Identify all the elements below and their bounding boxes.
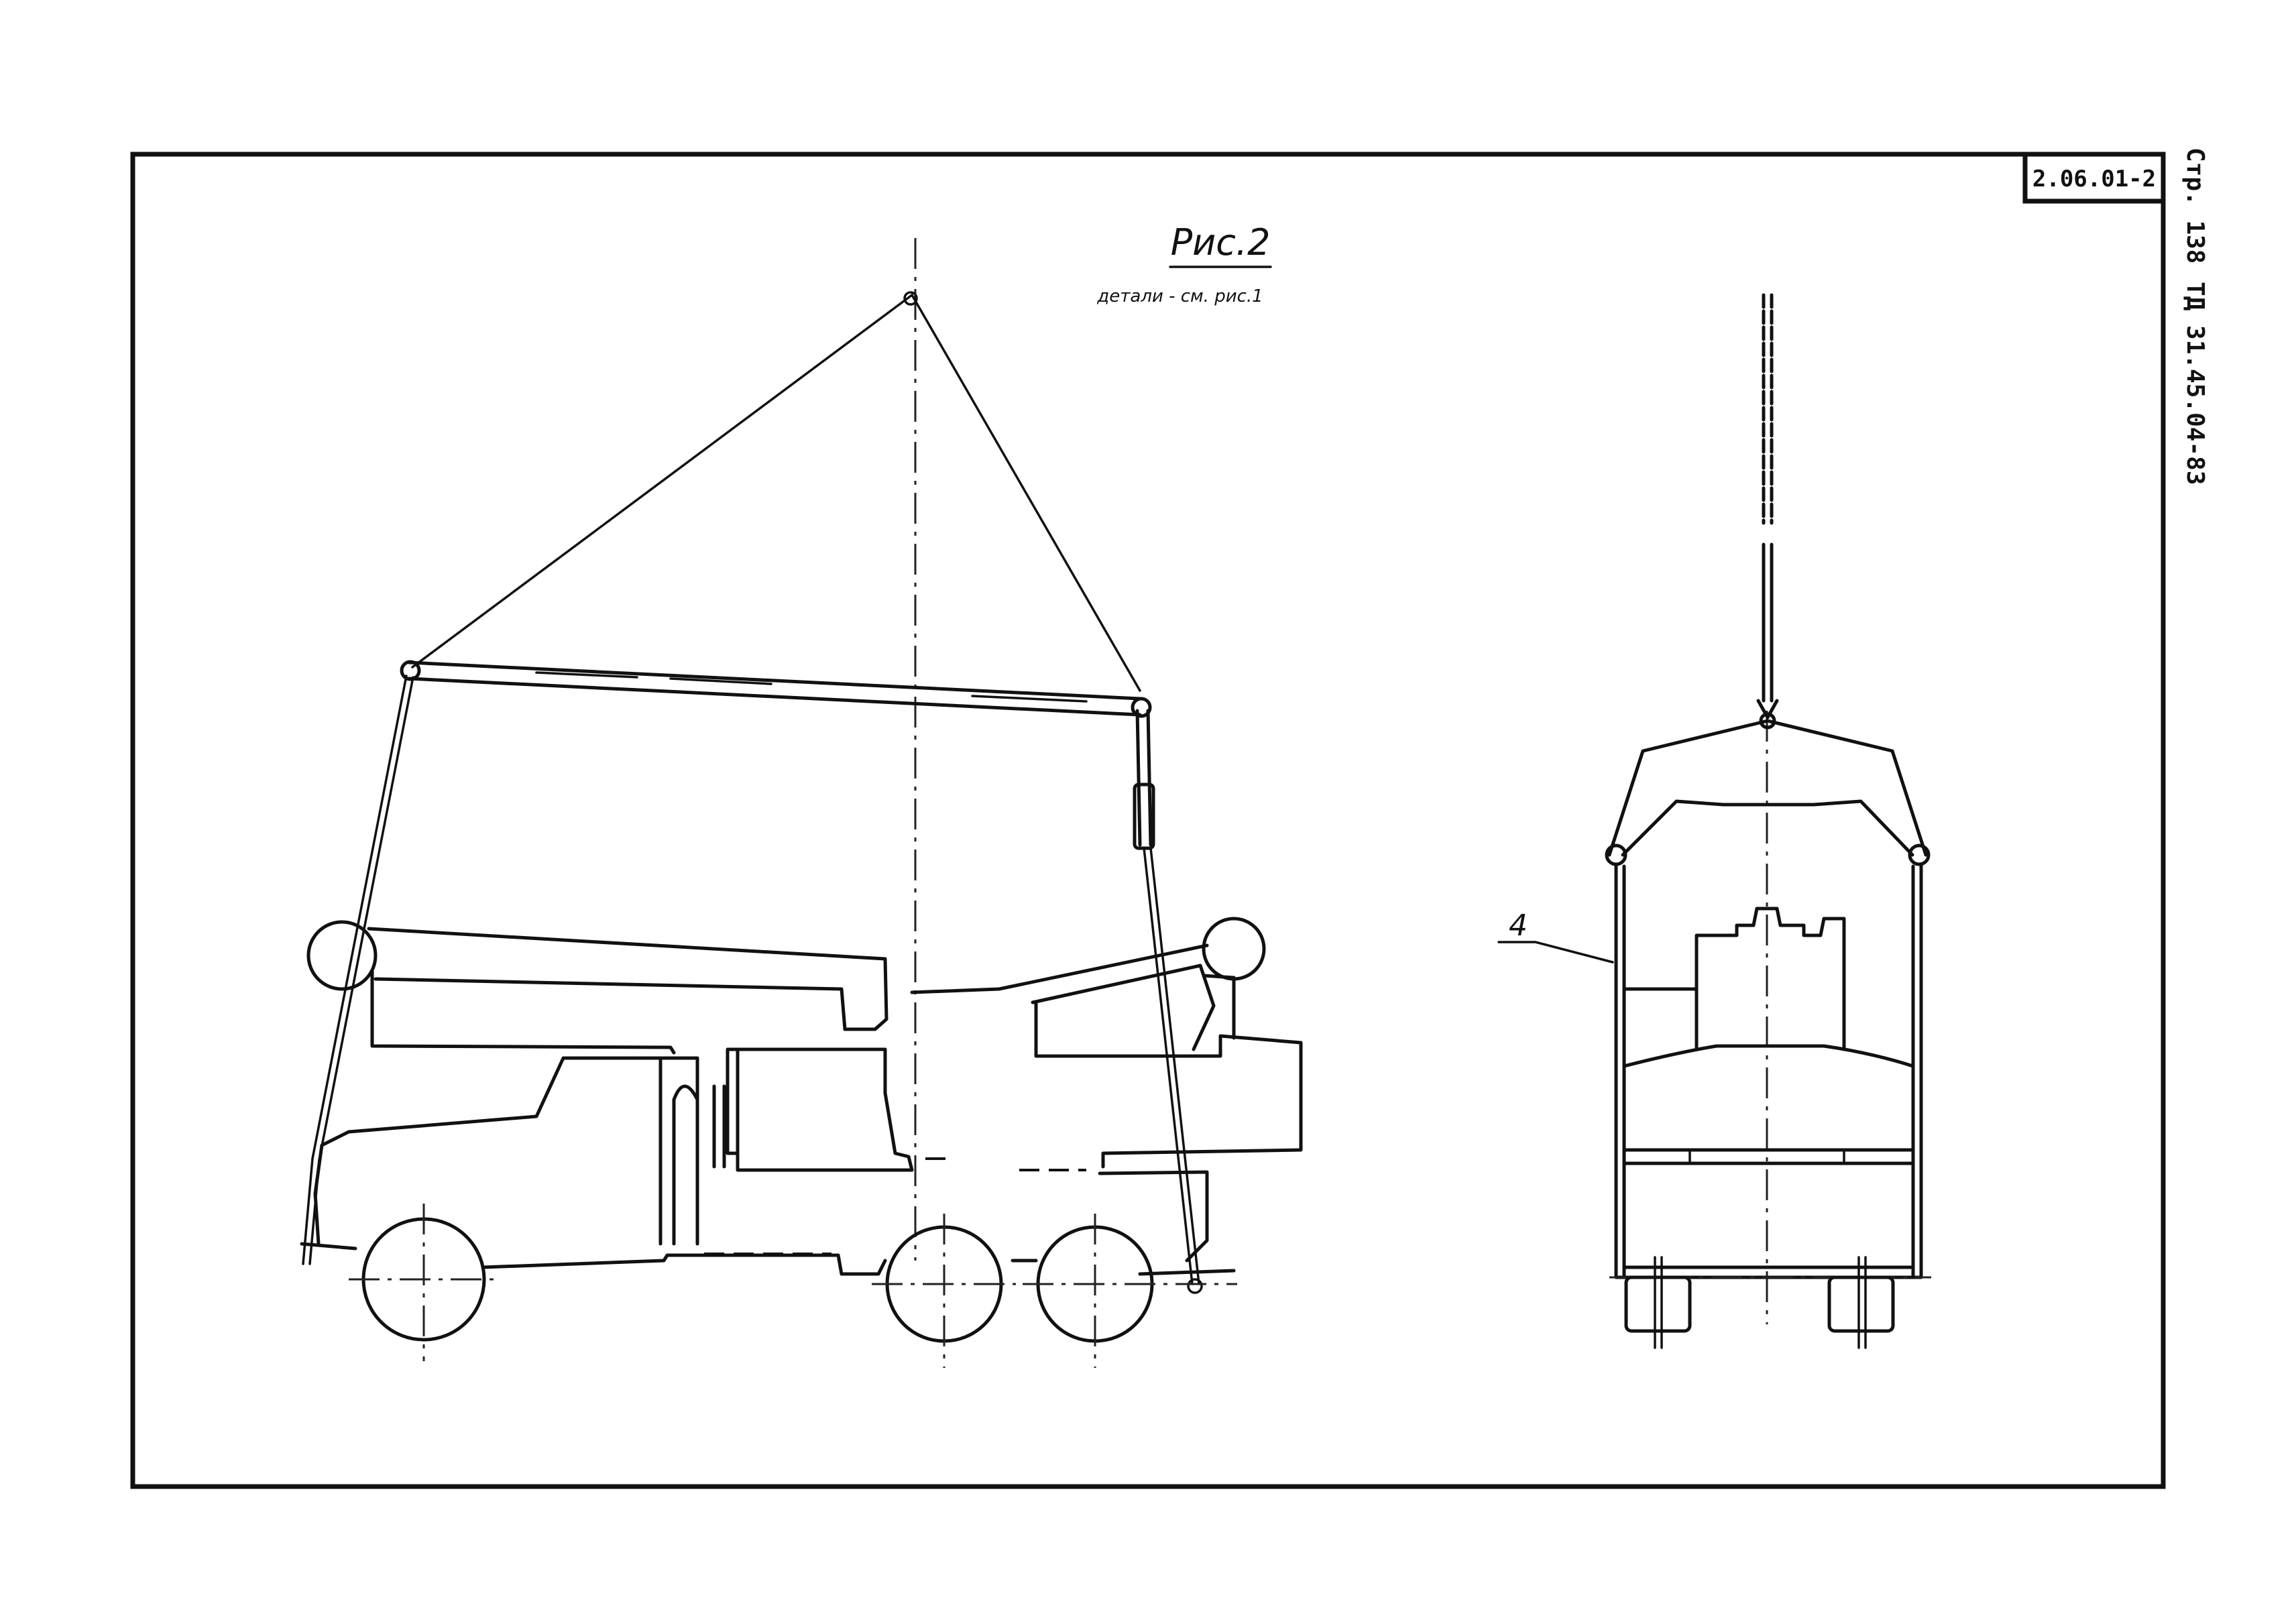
crane-rear-assembly (910, 917, 1303, 1169)
callout-label: 4 (1509, 909, 1528, 943)
sheet-code-box: 2.06.01-2 (2022, 152, 2166, 204)
hook-point (903, 291, 918, 306)
figure-subtitle: детали - см. рис.1 (1096, 286, 1263, 306)
wheel-rear-1 (872, 1214, 1016, 1368)
front-hood (1622, 1044, 1915, 1068)
front-wheel-right (1827, 1256, 1895, 1349)
body-box (726, 1047, 949, 1172)
lifting-rope (1756, 293, 1779, 730)
truck-cabin (313, 1056, 663, 1246)
page-label: Стр. 138 (2181, 148, 2209, 264)
wheel-rear-2 (1023, 1214, 1237, 1368)
spreader-beam (400, 660, 1152, 718)
boom-lower-edge (370, 969, 676, 1055)
cabin-door (672, 1084, 699, 1246)
sheet-border (130, 152, 2166, 1489)
front-view: 4 (1497, 293, 1931, 1349)
wheel-front (349, 1204, 500, 1361)
figure-title: Рис.2 (1171, 221, 1271, 264)
document-code: ТД 31.45.04-83 (2181, 282, 2209, 485)
front-wheel-left (1624, 1256, 1692, 1349)
cabin-rear-wall (642, 1056, 699, 1246)
front-slings (302, 675, 414, 1265)
rear-sling (1133, 709, 1203, 1294)
front-body-outline (1614, 863, 1923, 1279)
cabin-exhaust (712, 1084, 726, 1169)
side-view (300, 238, 1303, 1368)
front-spreader-lower (1621, 799, 1914, 857)
front-superstructure (1695, 907, 1846, 1051)
sling-upper (411, 291, 1141, 692)
sheet-code: 2.06.01-2 (2032, 166, 2156, 192)
front-shackle-right (1908, 844, 1931, 866)
boom-end-ball (306, 920, 378, 991)
callout-leader (1497, 941, 1614, 964)
crane-boom (367, 927, 888, 1031)
chassis-frame (300, 1170, 1236, 1276)
front-spreader-upper (1607, 719, 1928, 857)
